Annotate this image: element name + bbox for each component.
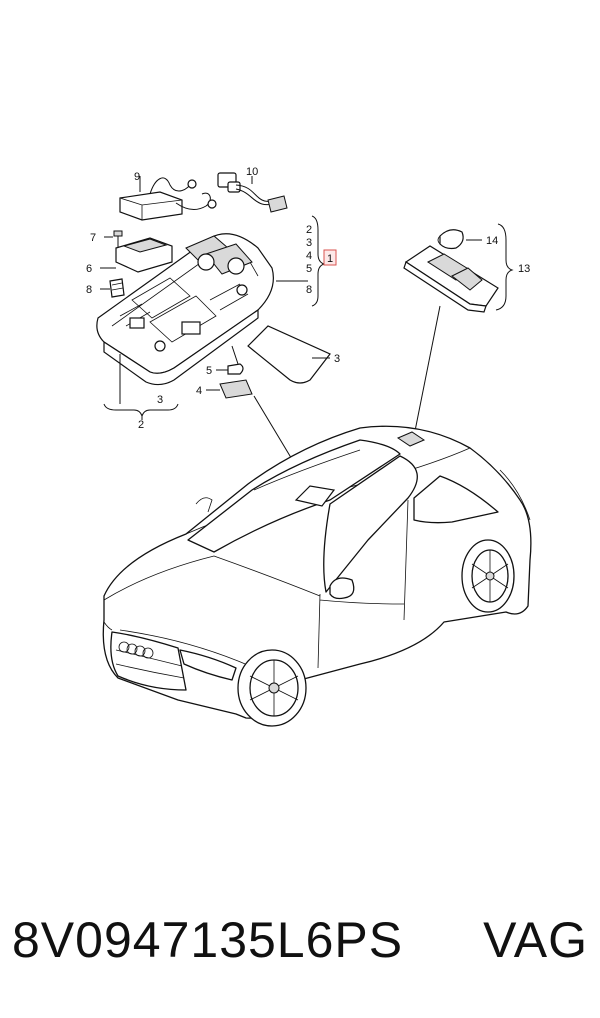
callout-2b: 2 (138, 419, 144, 431)
callout-8a: 8 (306, 284, 312, 296)
callout-7: 7 (90, 232, 96, 244)
footer-bar: 8V0947135L6PS VAG (12, 900, 588, 980)
callout-2a: 2 (306, 224, 312, 236)
callout-3c: 3 (157, 394, 163, 406)
callout-8b: 8 (86, 284, 92, 296)
bracket-2-3 (103, 403, 179, 420)
callout-1: 1 (327, 253, 333, 265)
callout-10: 10 (246, 166, 258, 178)
control-unit-part (119, 176, 217, 221)
rear-light-marker (396, 431, 426, 447)
leader-line-front (231, 345, 239, 365)
parts-diagram: 9 10 7 6 8 2 3 4 5 8 1 3 5 4 3 2 14 13 (86, 166, 532, 727)
screw-part (104, 230, 123, 248)
part-number-label: 8V0947135L6PS (12, 912, 404, 968)
lens-cover-part (247, 325, 331, 384)
clip-part (100, 278, 125, 298)
callout-14: 14 (486, 235, 498, 247)
hatchback-car-icon (102, 425, 532, 727)
callout-13: 13 (518, 263, 530, 275)
callout-6: 6 (86, 263, 92, 275)
callout-4b: 4 (196, 385, 202, 397)
lens-part (206, 379, 253, 399)
wiring-harness-part (217, 172, 288, 213)
callout-5b: 5 (206, 365, 212, 377)
callout-5a: 5 (306, 263, 312, 275)
front-light-marker (294, 485, 336, 507)
callout-9: 9 (134, 171, 140, 183)
callout-1-highlight (323, 249, 337, 266)
bulb-part (216, 363, 244, 375)
bracket-part (100, 237, 173, 273)
callout-3b: 3 (334, 353, 340, 365)
callout-4a: 4 (306, 250, 312, 262)
bracket-right-group (311, 215, 337, 307)
callout-3a: 3 (306, 237, 312, 249)
front-dome-console (96, 233, 308, 404)
rear-reading-light (403, 223, 514, 437)
brand-label: VAG (483, 912, 588, 968)
